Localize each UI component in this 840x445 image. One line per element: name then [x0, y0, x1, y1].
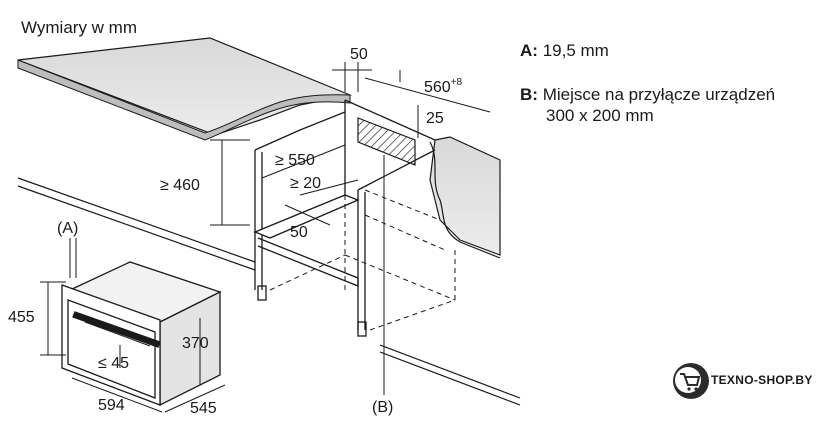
dim-25: 25	[426, 110, 444, 127]
hidden-lines	[269, 189, 456, 331]
label-a: (A)	[57, 220, 78, 237]
right-countertop	[429, 136, 501, 259]
label-b: (B)	[372, 399, 393, 416]
dim-560: 560+8	[424, 77, 463, 96]
oven-dimension-lines	[40, 281, 226, 413]
cabinet-niche	[253, 99, 436, 337]
note-a: A: 19,5 mm	[520, 40, 609, 61]
dimension-lines	[69, 62, 491, 278]
shopping-cart-icon	[673, 363, 709, 399]
page-title: Wymiary w mm	[21, 18, 137, 37]
dim-50-top: 50	[350, 46, 368, 63]
dim-594: 594	[98, 397, 125, 414]
oven-appliance	[61, 261, 222, 407]
note-a-key: A:	[520, 41, 538, 60]
note-b-line1: Miejsce na przyłącze urządzeń	[542, 85, 776, 104]
dim-455: 455	[8, 309, 35, 326]
connection-area-b	[357, 117, 416, 395]
floor-lines	[17, 177, 521, 406]
note-b: B: Miejsce na przyłącze urządzeń	[520, 84, 775, 105]
note-a-text: 19,5 mm	[542, 41, 609, 60]
dim-545: 545	[190, 400, 217, 417]
note-b-key: B:	[520, 85, 538, 104]
dim-45: ≤ 45	[98, 355, 129, 372]
dim-550: ≥ 550	[275, 152, 315, 169]
dim-370: 370	[182, 335, 209, 352]
dim-460: ≥ 460	[160, 177, 200, 194]
left-countertop	[17, 37, 353, 141]
dim-50-bottom: 50	[290, 224, 308, 241]
dim-20: ≥ 20	[290, 175, 321, 192]
note-b-line2: 300 x 200 mm	[546, 106, 654, 125]
shop-logo-text: TEXNO-SHOP.BY	[711, 373, 813, 387]
